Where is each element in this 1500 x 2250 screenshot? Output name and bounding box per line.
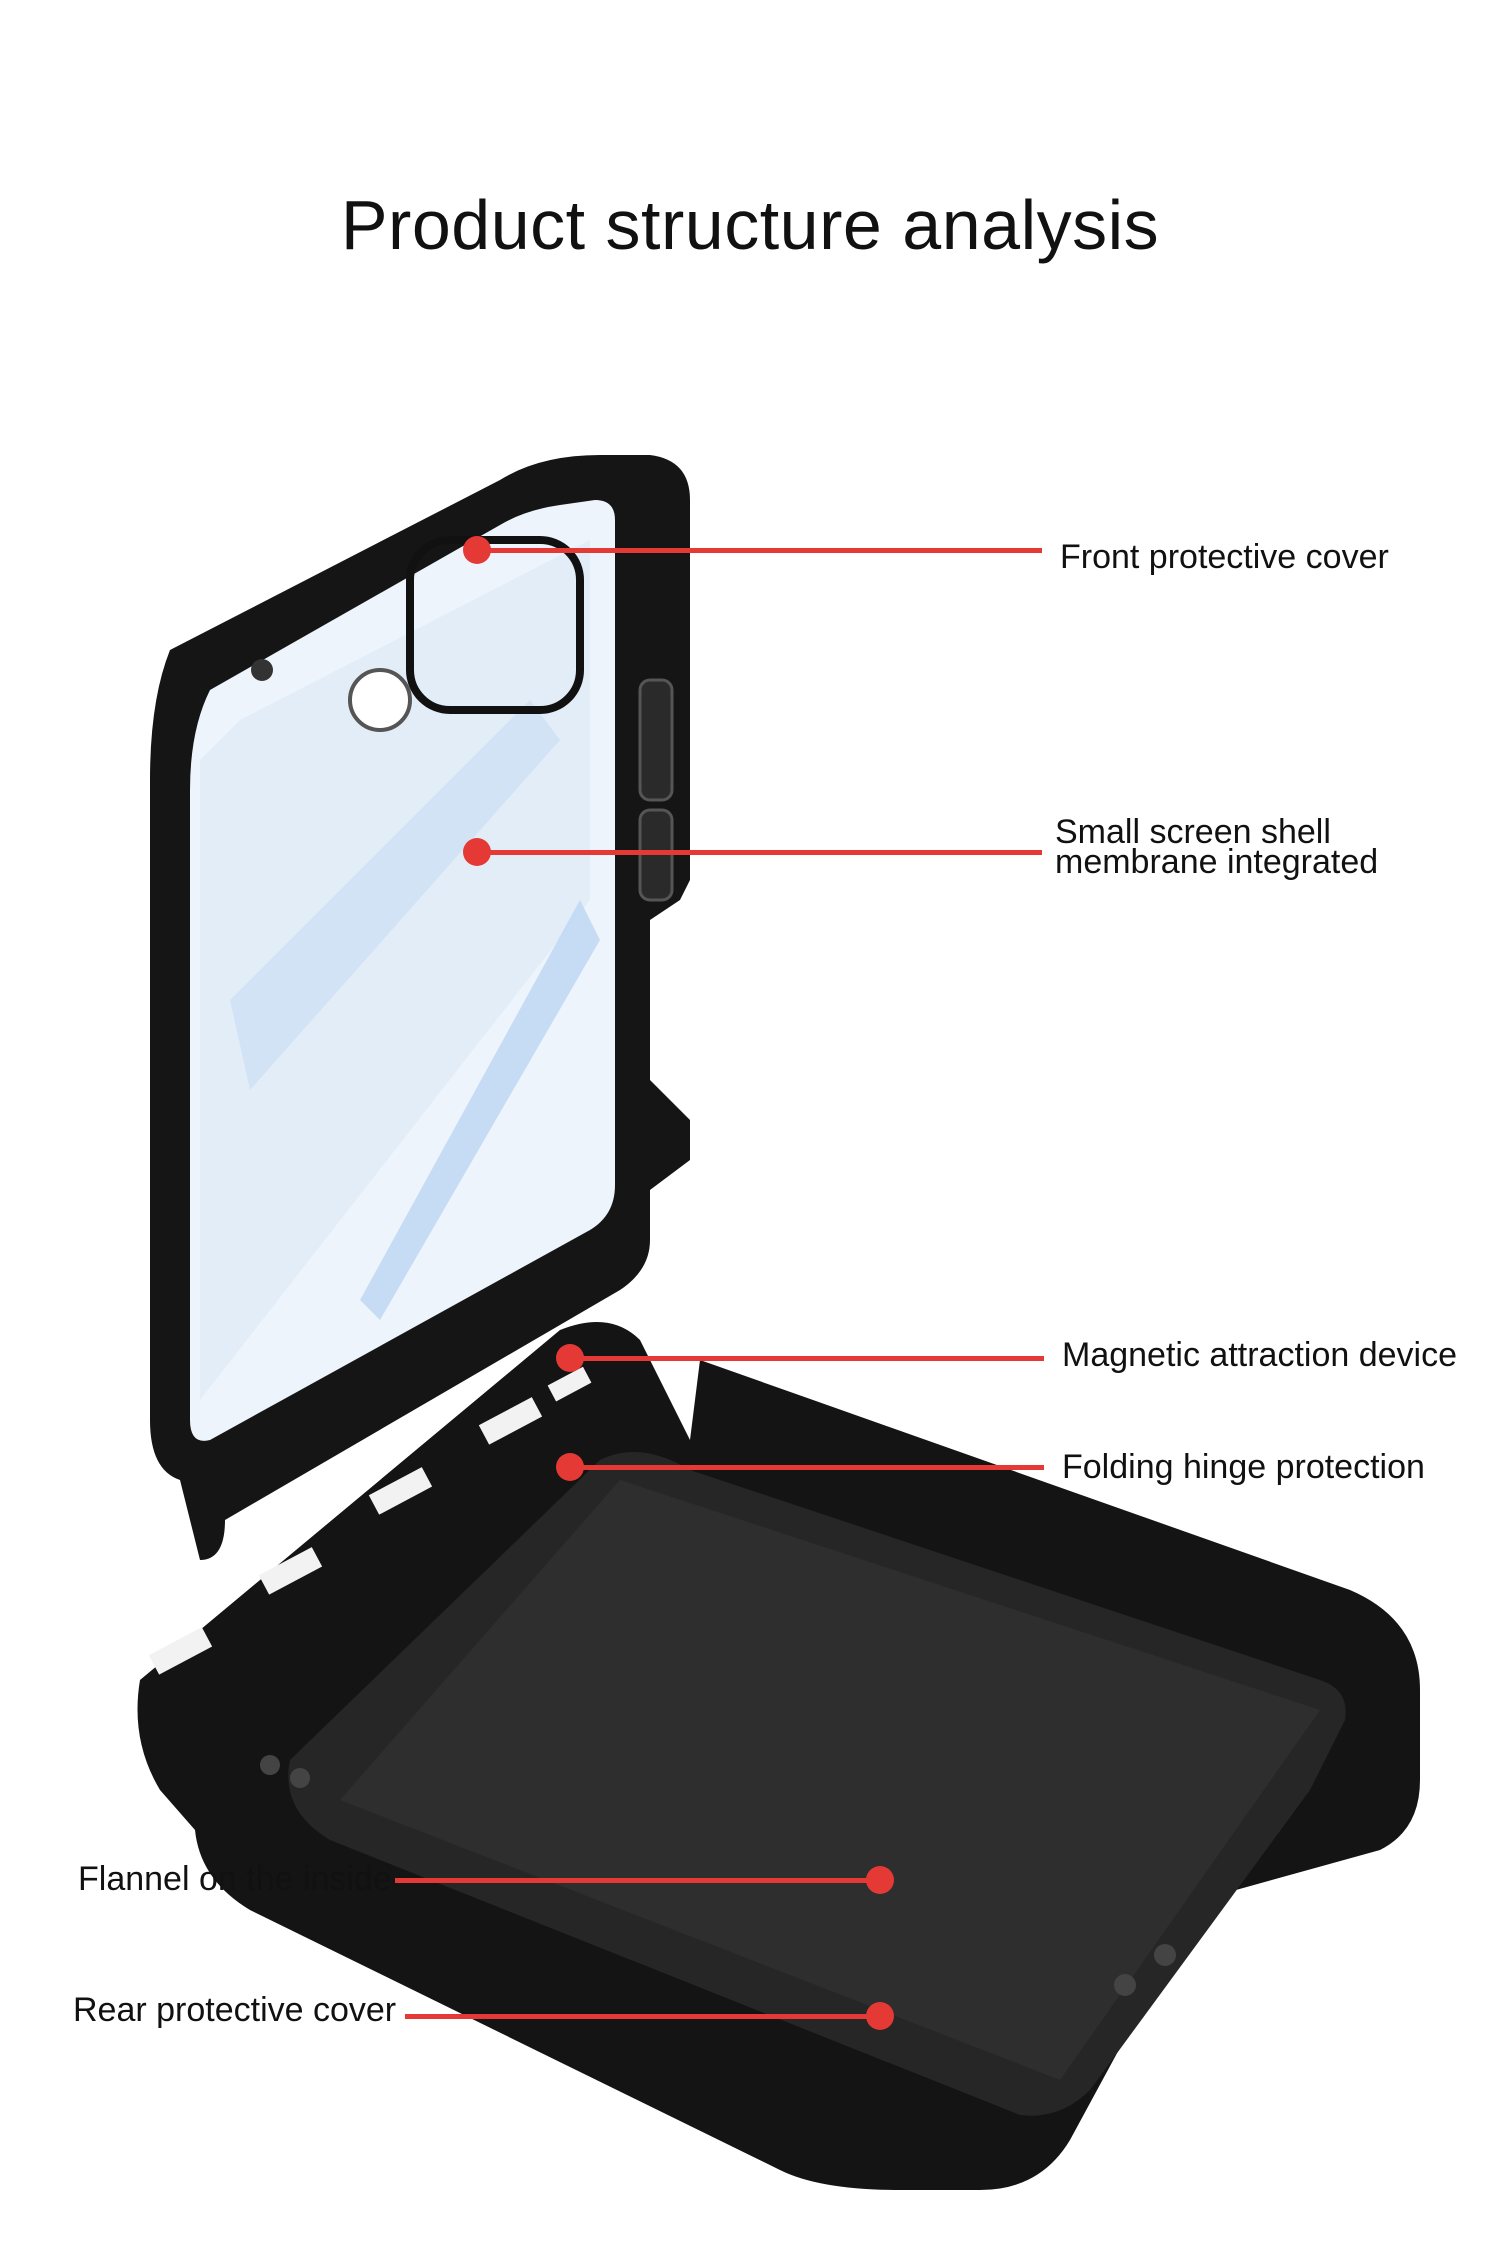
flannel-leader-line — [395, 1878, 880, 1883]
rear-cover-illustration — [137, 1322, 1420, 2190]
rear-cover-label: Rear protective cover — [73, 1991, 397, 2029]
magnetic-label: Magnetic attraction device — [1062, 1336, 1457, 1374]
rear-cover-leader-line — [405, 2014, 880, 2019]
hinge-label: Folding hinge protection — [1062, 1448, 1425, 1486]
small-screen-label-line-2: membrane integrated — [1055, 843, 1379, 881]
page-title: Product structure analysis — [340, 186, 1160, 264]
front-cover-illustration — [150, 455, 690, 1560]
front-cover-label: Front protective cover — [1060, 538, 1389, 576]
small-screen-label-line-1: Small screen shell — [1055, 813, 1331, 851]
hinge-leader-line — [570, 1465, 1044, 1470]
flannel-label: Flannel on the inside — [78, 1860, 392, 1898]
magnetic-leader-line — [570, 1356, 1044, 1361]
small-screen-leader-line — [477, 850, 1042, 855]
front-cover-leader-line — [477, 548, 1042, 553]
